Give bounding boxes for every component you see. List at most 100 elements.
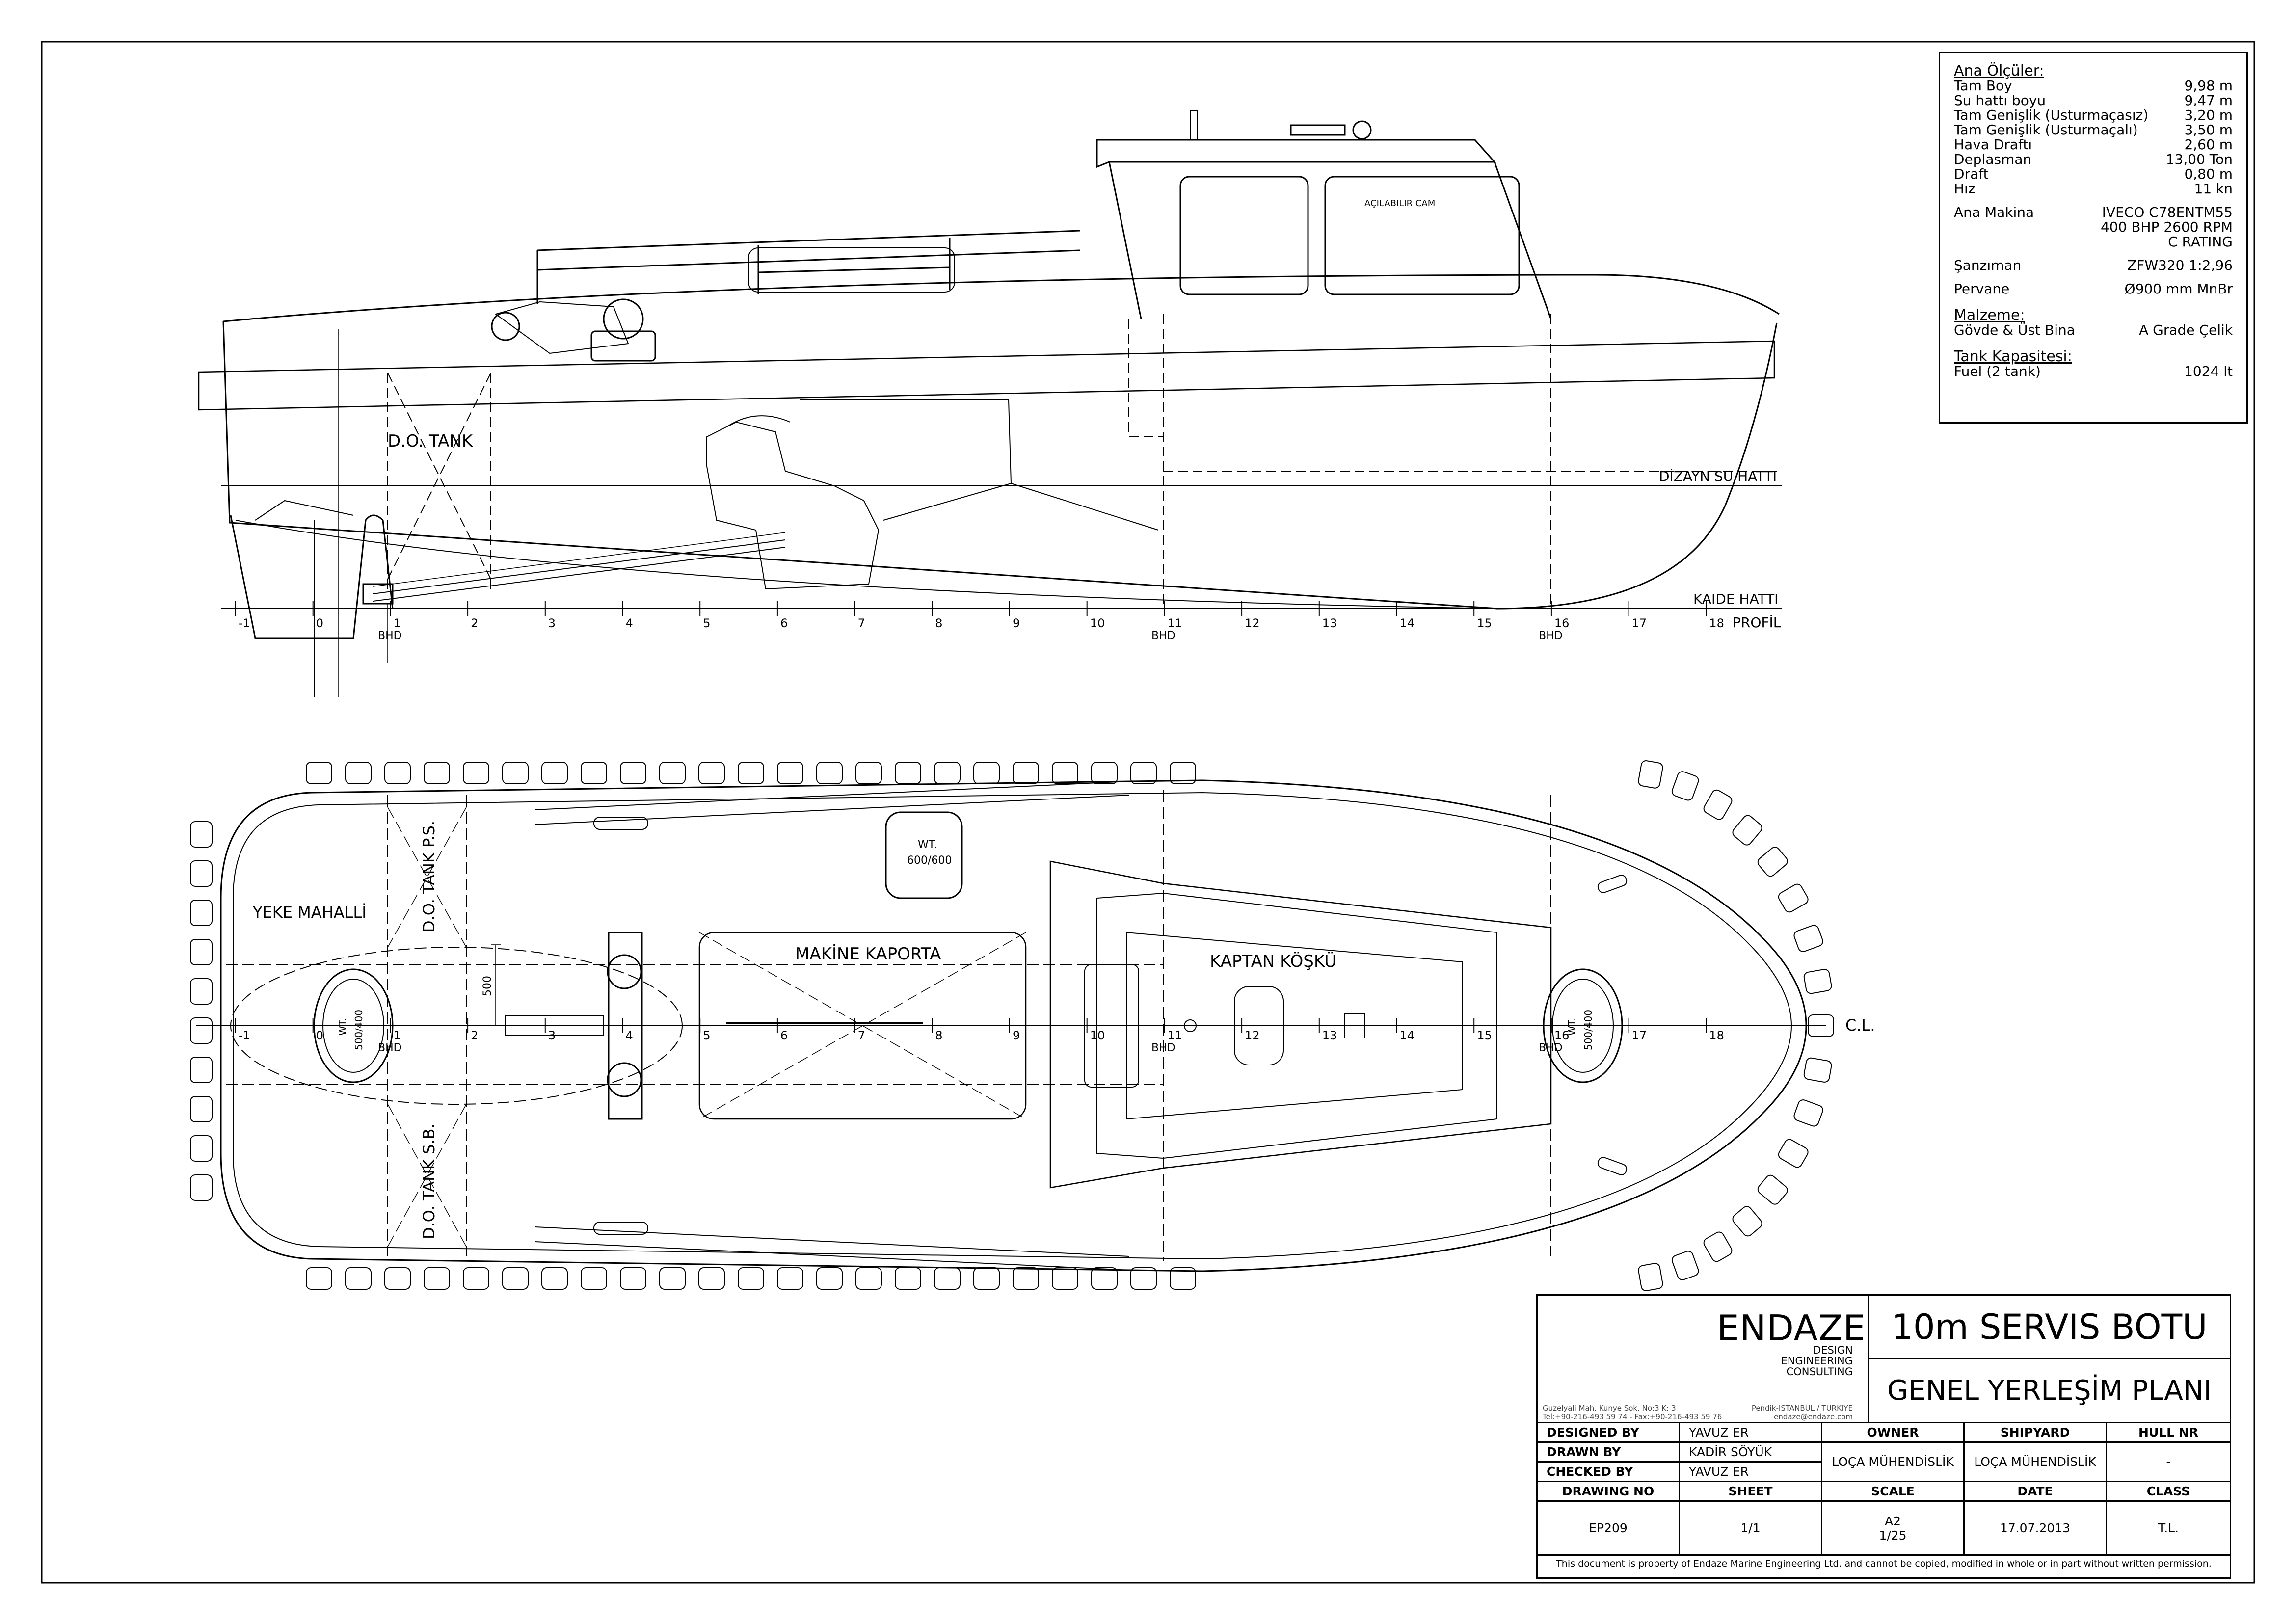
- fender: [502, 1267, 529, 1290]
- fender: [738, 1267, 764, 1290]
- fender: [190, 900, 213, 926]
- frame-label: 5: [703, 1029, 710, 1042]
- spec-value: 3,20 m: [2184, 107, 2233, 123]
- fender: [190, 1174, 213, 1201]
- fender: [973, 762, 1000, 784]
- frame-label: 1: [393, 616, 400, 630]
- fender: [1052, 1267, 1078, 1290]
- propeller-shaft: [373, 539, 786, 594]
- fender: [1732, 815, 1762, 846]
- label-profil: PROFİL: [1733, 614, 1781, 631]
- fender: [345, 762, 372, 784]
- fender: [1130, 762, 1157, 784]
- frame-label: 3: [548, 1029, 556, 1042]
- fender: [934, 762, 961, 784]
- fender: [1803, 1057, 1832, 1083]
- fender: [1130, 1267, 1157, 1290]
- frame-label: 4: [626, 616, 633, 630]
- spec-value: 9,98 m: [2184, 78, 2233, 94]
- spec-row: Tam Boy 9,98 m: [1954, 79, 2233, 93]
- company-block: ENDAZE DESIGN ENGINEERING CONSULTING Guz…: [1538, 1296, 1869, 1423]
- frame-label: 17: [1632, 616, 1647, 630]
- frame-label: 15: [1477, 1029, 1492, 1042]
- company-name: ENDAZE: [1717, 1307, 1866, 1349]
- frame-label: 13: [1322, 1029, 1337, 1042]
- tagline-engineering: ENGINEERING: [1781, 1355, 1853, 1367]
- class-label: CLASS: [2107, 1482, 2230, 1502]
- label-kosku: KAPTAN KÖŞKÜ: [1210, 951, 1336, 971]
- fender: [190, 1096, 213, 1122]
- plan-bhd-16: BHD: [1539, 1042, 1563, 1054]
- frame-label: 2: [471, 1029, 478, 1042]
- spec-value: Ø900 mm MnBr: [2124, 281, 2233, 297]
- frame-label: 5: [703, 616, 710, 630]
- frame-label: 2: [471, 616, 478, 630]
- frame-label: 10: [1090, 616, 1105, 630]
- fender: [855, 762, 882, 784]
- fender: [581, 1267, 607, 1290]
- frame-label: 0: [316, 1029, 323, 1042]
- spec-key: Ana Makina: [1954, 204, 2034, 220]
- fender: [738, 762, 764, 784]
- company-address: Guzelyali Mah. Kunye Sok. No:3 K: 3: [1543, 1404, 1676, 1412]
- fender: [463, 1267, 489, 1290]
- owner-label: OWNER: [1822, 1423, 1965, 1443]
- fender: [1778, 883, 1809, 913]
- sheet-value: 1/1: [1680, 1502, 1822, 1556]
- label-do-tank: D.O. TANK: [388, 431, 474, 451]
- title-block: ENDAZE DESIGN ENGINEERING CONSULTING Guz…: [1536, 1294, 2231, 1579]
- fender: [190, 821, 213, 848]
- material-title: Malzeme:: [1954, 307, 2025, 324]
- spec-value: 3,50 m: [2184, 122, 2233, 138]
- spec-key: Tam Genişlik (Usturmaçalı): [1954, 122, 2138, 138]
- tank-list: Fuel (2 tank)1024 lt: [1954, 364, 2233, 379]
- plan-frame-ticks: [235, 1018, 1707, 1033]
- class-value: T.L.: [2107, 1502, 2230, 1556]
- drawing-no-label: DRAWING NO: [1538, 1482, 1680, 1502]
- label-cl: C.L.: [1845, 1016, 1875, 1035]
- frame-label: 17: [1632, 1029, 1647, 1042]
- label-dwl: DİZAYN SU HATTI: [1659, 468, 1777, 484]
- company-tagline: DESIGN ENGINEERING CONSULTING: [1781, 1345, 1853, 1377]
- fender: [1170, 1267, 1196, 1290]
- designed-by-label: DESIGNED BY: [1538, 1423, 1680, 1443]
- wheelhouse-profile: [1096, 139, 1496, 168]
- fender: [777, 762, 803, 784]
- fender: [306, 762, 332, 784]
- fender: [581, 762, 607, 784]
- profile-view: [198, 110, 1782, 697]
- scale-paper: A2: [1884, 1514, 1901, 1528]
- fender: [1671, 1251, 1699, 1280]
- fender: [190, 860, 213, 887]
- spec-key: Tam Boy: [1954, 78, 2012, 94]
- drawing-border: [41, 41, 2255, 1584]
- fender: [1757, 847, 1788, 877]
- fender: [1793, 925, 1823, 952]
- label-bhd-16: BHD: [1539, 630, 1563, 642]
- drawn-by-label: DRAWN BY: [1538, 1443, 1680, 1463]
- date-label: DATE: [1965, 1482, 2107, 1502]
- fender: [973, 1267, 1000, 1290]
- fender: [190, 978, 213, 1005]
- fender: [1170, 762, 1196, 784]
- fender: [384, 1267, 411, 1290]
- frame-label: 16: [1554, 1029, 1570, 1042]
- fender: [1013, 762, 1039, 784]
- spec-value: 13,00 Ton: [2165, 151, 2233, 167]
- fender: [698, 1267, 725, 1290]
- engine-casing: [698, 932, 1027, 1120]
- fender: [1638, 760, 1663, 789]
- fender: [541, 762, 568, 784]
- drawing-no-value: EP209: [1538, 1502, 1680, 1556]
- spec-key: Su hattı boyu: [1954, 92, 2046, 108]
- scale-label: SCALE: [1822, 1482, 1965, 1502]
- shipyard-label: SHIPYARD: [1965, 1423, 2107, 1443]
